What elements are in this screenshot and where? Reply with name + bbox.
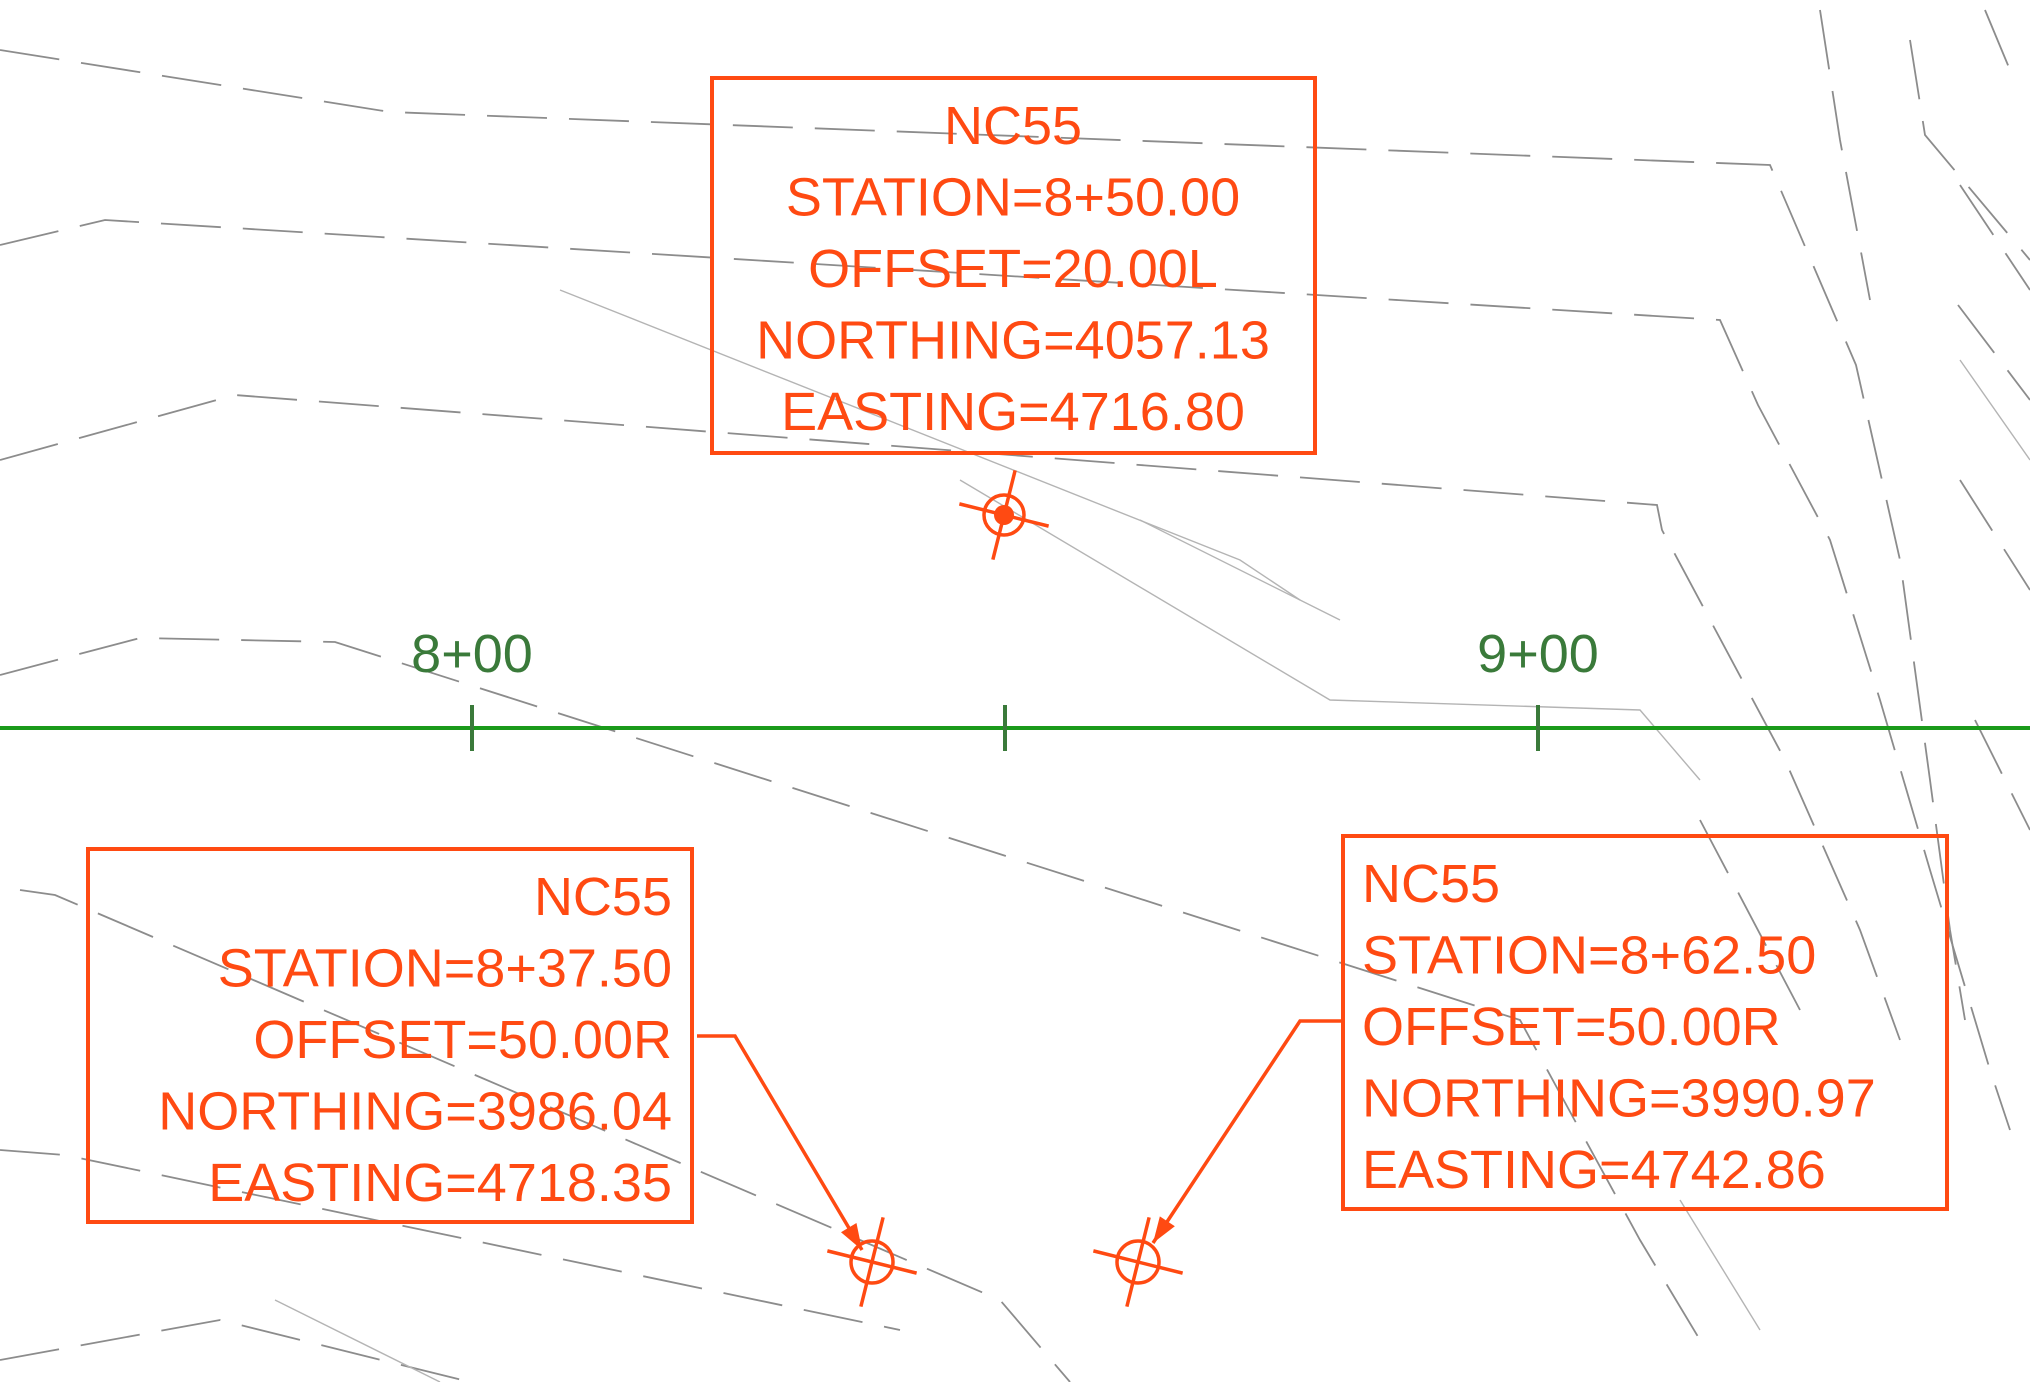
crosshair-line <box>1125 1216 1151 1308</box>
point-marker <box>1092 1216 1184 1308</box>
leader-lines <box>697 1019 1341 1251</box>
contour-line <box>0 1319 471 1382</box>
contour-line <box>1957 304 2030 401</box>
point-circle <box>1115 1239 1161 1285</box>
label-box-frame <box>710 76 1317 455</box>
contour-line <box>1984 9 2011 71</box>
contour-line <box>0 637 1701 1341</box>
station-label: 9+00 <box>1477 624 1599 684</box>
leader-arrowhead <box>840 1223 862 1250</box>
point-marker <box>958 469 1050 561</box>
contour-line <box>1959 479 2030 591</box>
label-line: NC55 <box>534 867 672 927</box>
contour-line <box>0 1149 901 1331</box>
leader-line <box>1151 1019 1341 1244</box>
point-markers <box>826 469 1184 1308</box>
contour-line <box>0 219 2011 1131</box>
contour-line <box>1679 1199 1761 1331</box>
contour-line <box>1959 359 2030 461</box>
label-line: NC55 <box>1362 854 1500 914</box>
label-box-frame <box>86 847 694 1224</box>
label-line: EASTING=4718.35 <box>208 1153 672 1213</box>
label-line: EASTING=4716.80 <box>781 382 1245 442</box>
point-circle <box>849 1239 895 1285</box>
contour-line <box>1699 819 1801 1011</box>
contour-line <box>1959 184 2030 291</box>
label-line: EASTING=4742.86 <box>1362 1140 1826 1200</box>
label-line: OFFSET=50.00R <box>1362 997 1781 1057</box>
contour-line <box>274 1299 441 1382</box>
contour-line <box>1909 39 2030 261</box>
label-line: NORTHING=3990.97 <box>1362 1069 1876 1129</box>
label-line: OFFSET=20.00L <box>808 239 1218 299</box>
label-line: STATION=8+62.50 <box>1362 926 1816 986</box>
contour-line <box>0 394 1901 1041</box>
leader-line <box>697 1034 864 1251</box>
label-line: STATION=8+37.50 <box>218 939 672 999</box>
contour-lines-fine <box>274 289 2030 1382</box>
contour-lines <box>0 9 2030 1382</box>
station-labels: 8+00 9+00 <box>411 624 1599 684</box>
point-labels: NC55STATION=8+50.00OFFSET=20.00LNORTHING… <box>86 76 1949 1224</box>
label-line: NC55 <box>944 96 1082 156</box>
point-circle <box>982 493 1026 537</box>
contour-line <box>0 49 1966 1021</box>
label-box-frame <box>1341 834 1949 1211</box>
contour-line <box>959 479 1701 781</box>
contour-line <box>19 889 1071 1382</box>
crosshair-line <box>859 1216 885 1308</box>
point-dot <box>994 505 1014 525</box>
contour-line <box>1139 519 1341 621</box>
contour-line <box>1974 719 2030 831</box>
point-marker <box>826 1216 918 1308</box>
label-line: STATION=8+50.00 <box>786 168 1240 228</box>
label-line: OFFSET=50.00R <box>253 1010 672 1070</box>
contour-line <box>1819 9 1871 301</box>
label-line: NORTHING=3986.04 <box>158 1082 672 1142</box>
leader-arrowhead <box>1153 1216 1175 1243</box>
station-ticks <box>470 705 1540 751</box>
station-label: 8+00 <box>411 624 533 684</box>
contour-line <box>559 289 1301 601</box>
label-line: NORTHING=4057.13 <box>756 311 1270 371</box>
